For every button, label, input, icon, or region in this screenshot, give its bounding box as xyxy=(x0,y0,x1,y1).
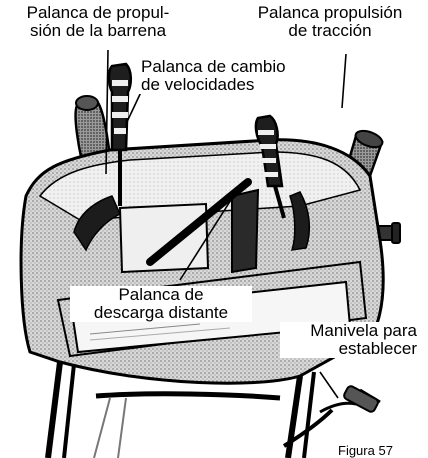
leader-crank xyxy=(319,371,339,399)
label-crank-line-1: Manivela para xyxy=(280,322,420,340)
label-auger-lever: Palanca de propul- sión de la barrena xyxy=(6,4,190,40)
label-discharge-lever-line-2: descarga distante xyxy=(70,304,252,322)
leader-lines xyxy=(105,49,347,399)
figure-caption: Figura 57 xyxy=(338,443,393,458)
label-crank-line-2: establecer xyxy=(280,340,420,358)
label-traction-lever: Palanca propulsión de tracción xyxy=(242,4,418,40)
speed-selector-lever xyxy=(107,62,132,206)
crank-assembly xyxy=(282,385,381,448)
left-slot xyxy=(73,195,121,252)
chute-lever-block xyxy=(231,188,260,274)
discharge-lever-rod xyxy=(146,178,252,266)
label-auger-lever-line-2: sión de la barrena xyxy=(29,21,167,40)
label-discharge-lever: Palanca de descarga distante xyxy=(70,286,252,322)
leader-traction xyxy=(341,53,347,109)
console-recess xyxy=(118,202,210,274)
label-speed-lever: Palanca de cambio de velocidades xyxy=(138,58,289,94)
traction-lever xyxy=(254,114,286,219)
label-discharge-lever-line-1: Palanca de xyxy=(70,286,252,304)
label-speed-lever-line-1: Palanca de cambio xyxy=(138,58,289,76)
leader-speed xyxy=(125,89,143,125)
leader-discharge xyxy=(179,191,237,281)
leader-auger xyxy=(105,49,109,175)
label-traction-lever-line-1: Palanca propulsión xyxy=(257,3,403,22)
label-auger-lever-line-1: Palanca de propul- xyxy=(26,3,170,22)
label-speed-lever-line-2: de velocidades xyxy=(138,76,289,94)
label-crank: Manivela para establecer xyxy=(280,322,420,358)
label-traction-lever-line-2: de tracción xyxy=(288,21,372,40)
right-slot xyxy=(289,191,311,251)
